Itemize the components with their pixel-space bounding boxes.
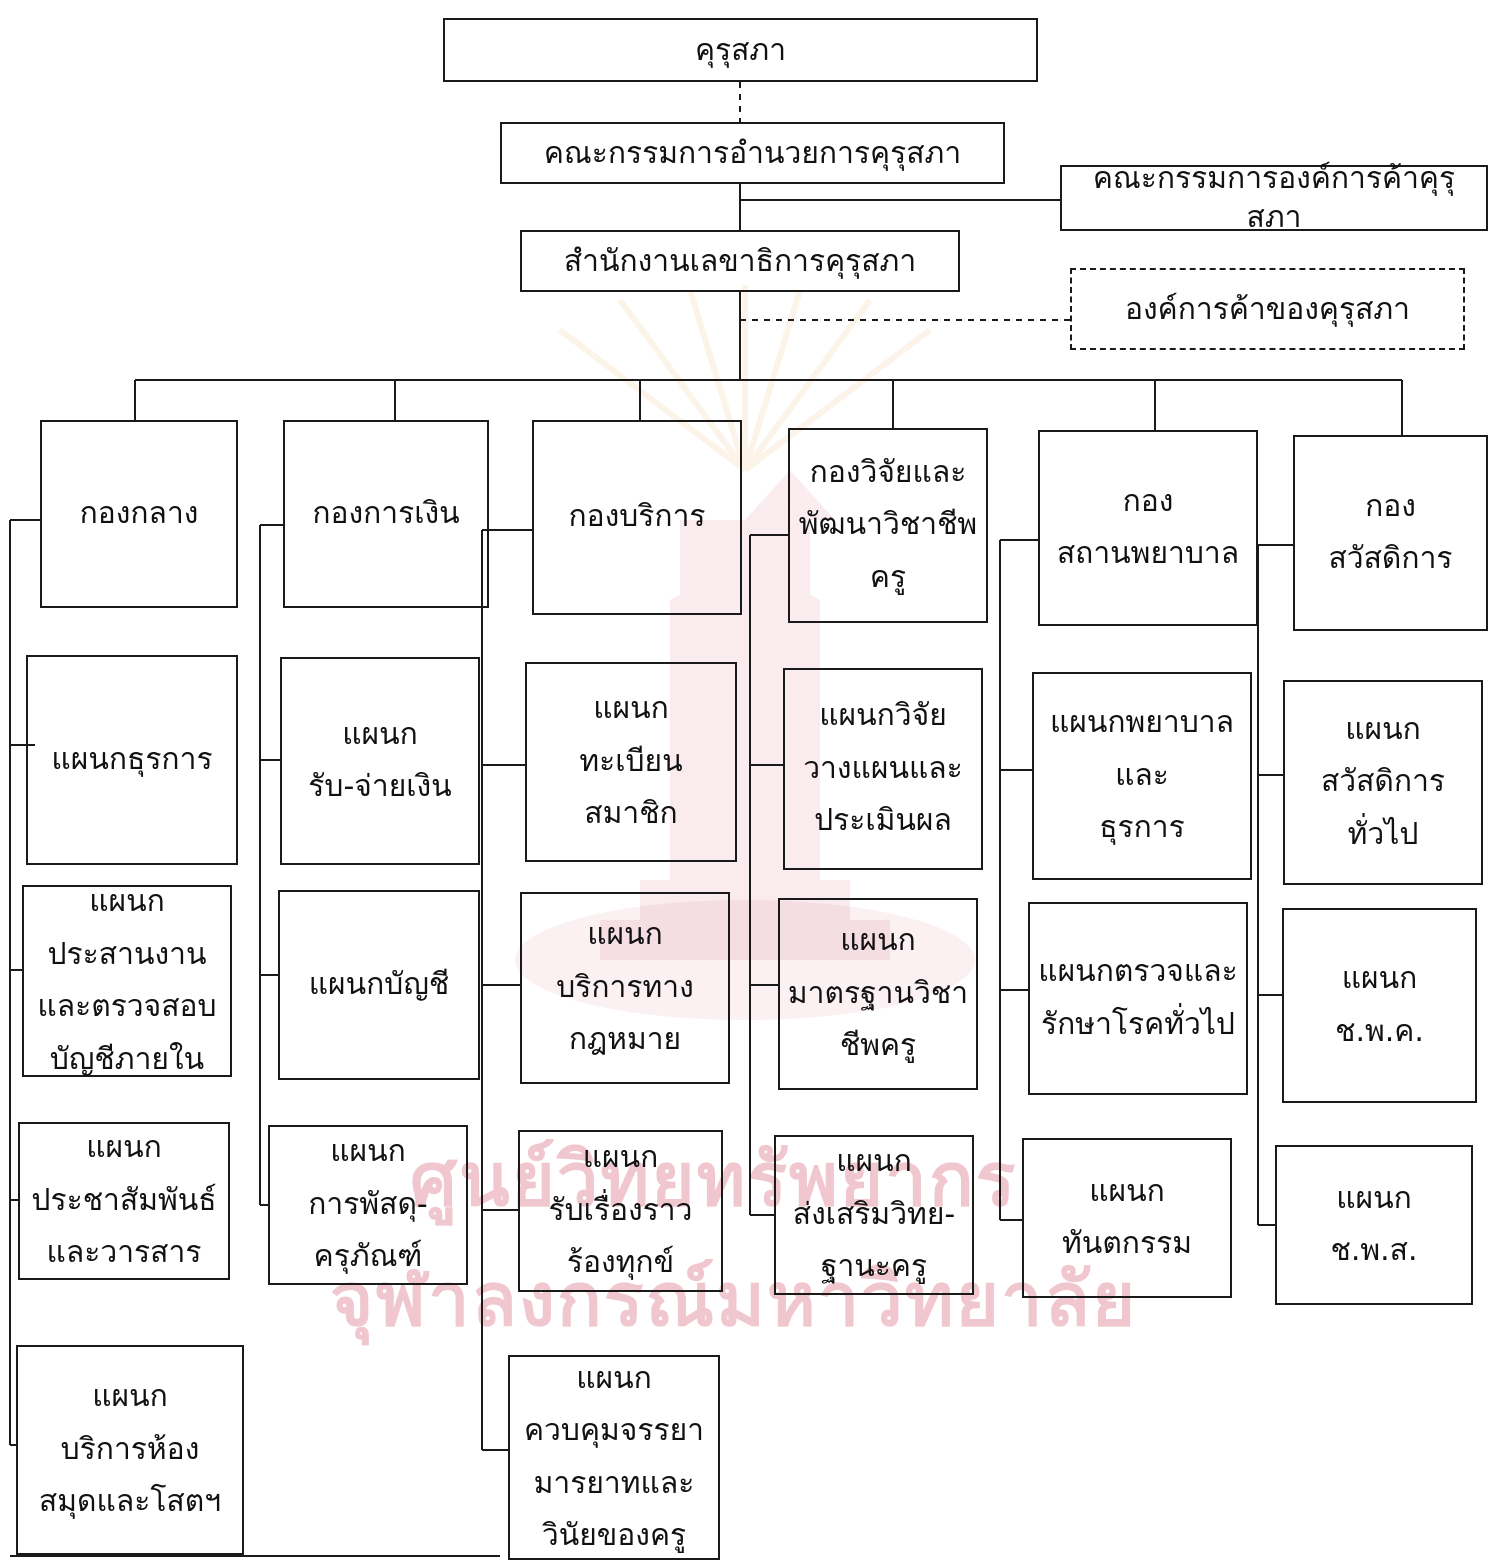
division-box: กองวิจัยและ พัฒนาวิชาชีพ ครู (788, 428, 988, 623)
section-box: แผนก ประสานงาน และตรวจสอบ บัญชีภายใน (22, 884, 232, 1077)
section-box: แผนก บริการห้อง สมุดและโสตฯ (16, 1345, 244, 1555)
section-box: แผนก รับเรื่องราว ร้องทุกข์ (518, 1130, 723, 1292)
enterprise-board-box: คณะกรรมการองค์การค้าคุรุสภา (1060, 161, 1488, 235)
section-box: แผนก ส่งเสริมวิทย- ฐานะครู (774, 1135, 974, 1295)
section-box: แผนกวิจัย วางแผนและ ประเมินผล (783, 668, 983, 870)
watermark-line-1: ศูนย์วิทยทรัพยากร (410, 1137, 1018, 1223)
section-box: แผนก ช.พ.ค. (1282, 908, 1477, 1103)
section-box: แผนก ช.พ.ส. (1275, 1145, 1473, 1305)
secretariat-office-box: สำนักงานเลขาธิการคุรุสภา (520, 230, 960, 292)
section-box: แผนกตรวจและ รักษาโรคทั่วไป (1028, 902, 1248, 1095)
section-box: แผนกพยาบาล และ ธุรการ (1032, 672, 1252, 880)
teachers-council-box: คุรุสภา (443, 18, 1038, 82)
section-box: แผนก รับ-จ่ายเงิน (280, 657, 480, 865)
division-box: กองบริการ (532, 420, 742, 615)
section-box: แผนก บริการทาง กฎหมาย (520, 892, 730, 1084)
section-box: แผนก ทะเบียน สมาชิก (525, 662, 737, 862)
section-box: แผนกธุรการ (26, 655, 238, 865)
section-box: แผนก มาตรฐานวิชา ชีพครู (778, 898, 978, 1090)
section-box: แผนก การพัสดุ- ครุภัณฑ์ (268, 1125, 468, 1285)
section-box: แผนก ทันตกรรม (1022, 1138, 1232, 1298)
division-box: กองกลาง (40, 420, 238, 608)
enterprise-box: องค์การค้าของคุรุสภา (1070, 268, 1465, 350)
board-of-directors-box: คณะกรรมการอำนวยการคุรุสภา (500, 122, 1005, 184)
section-box: แผนก ประชาสัมพันธ์ และวารสาร (18, 1122, 230, 1280)
division-box: กองการเงิน (283, 420, 489, 608)
division-box: กอง สถานพยาบาล (1038, 430, 1258, 626)
section-box: แผนก สวัสดิการ ทั่วไป (1283, 680, 1483, 885)
section-box: แผนก ควบคุมจรรยา มารยาทและ วินัยของครู (508, 1355, 720, 1560)
division-box: กอง สวัสดิการ (1293, 435, 1488, 631)
watermark-line-2: จุฬาลงกรณ์มหาวิทยาลัย (330, 1257, 1138, 1343)
section-box: แผนกบัญชี (278, 890, 480, 1080)
